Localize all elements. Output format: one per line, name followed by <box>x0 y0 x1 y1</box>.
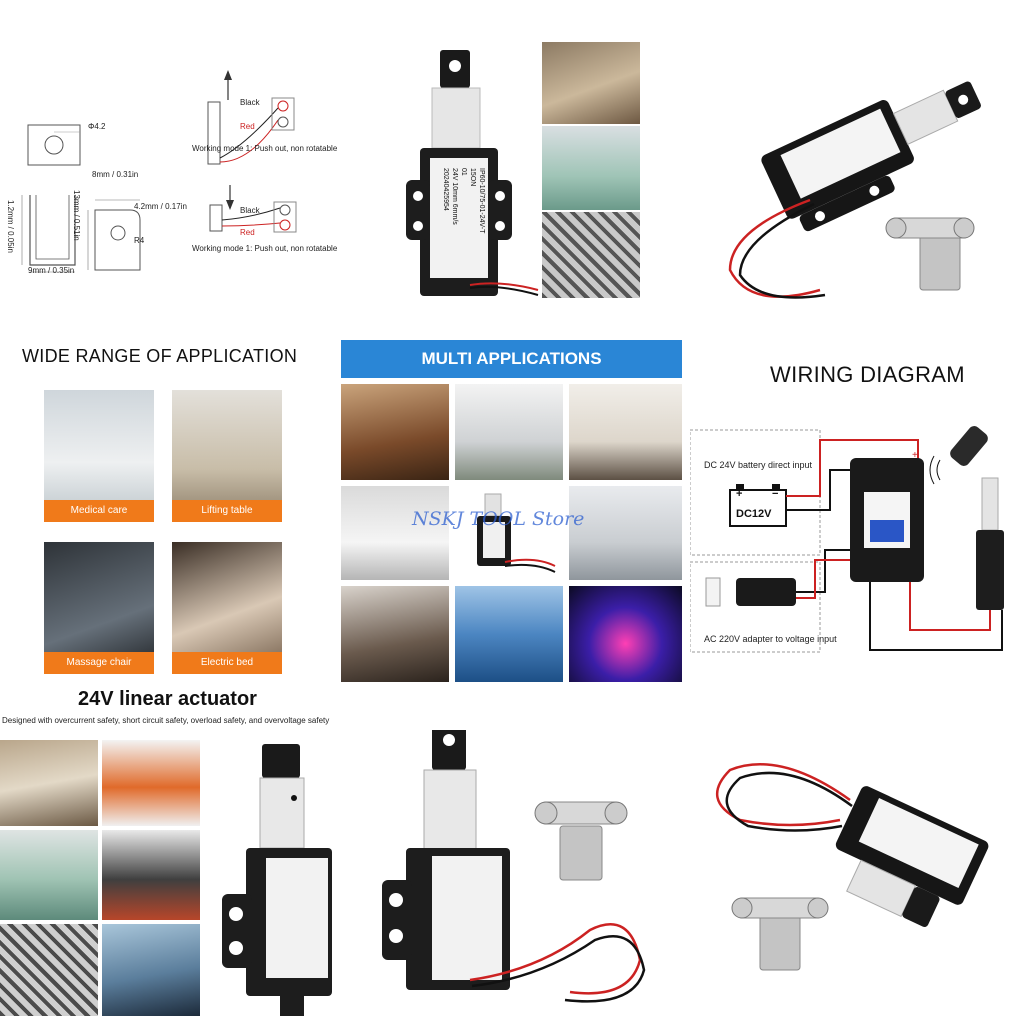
actuator-product-photo: IP60-10/75-01-24V-T 15ON 01 24V 10mm 6mm… <box>400 40 540 300</box>
label-serial: 20240425954 <box>442 168 449 211</box>
app-caption-lifting-table: Lifting table <box>172 500 282 522</box>
multi-photo-sofa <box>341 384 449 480</box>
radius-label: R4 <box>134 236 145 245</box>
dimension-drawing <box>21 70 297 273</box>
collage-photo-electric-bed <box>102 830 200 920</box>
red-wire-label-2: Red <box>240 228 255 237</box>
actuator-pair-photo <box>210 730 650 1020</box>
actuator-illustration <box>406 50 539 296</box>
app-caption-medical-care: Medical care <box>44 500 154 522</box>
wiring-diagram-illustration <box>690 426 1004 653</box>
red-wire-label-1: Red <box>240 122 255 131</box>
multi-photo-massage-bed <box>455 384 563 480</box>
multi-applications-banner: MULTI APPLICATIONS <box>341 340 682 378</box>
multi-photo-yacht <box>455 586 563 682</box>
actuator-flat-illustration <box>715 763 989 971</box>
dimension-drawing-panel: Φ4.2 8mm / 0.31in 13mm / 0.51in 4.2mm / … <box>0 40 340 300</box>
thickness-label: 1.2mm / 0.05in <box>6 200 15 253</box>
working-mode-2-text: Working mode 1: Push out, non rotatable <box>192 244 338 253</box>
photo-bed-frame <box>542 42 640 124</box>
collage-photo-scissor-lift <box>0 924 98 1016</box>
photo-scissor-lift <box>542 212 640 298</box>
actuator-heading: 24V linear actuator <box>78 688 257 710</box>
multi-photo-adjustable-bed <box>569 384 682 480</box>
actuator-pair-illustration <box>222 730 646 1016</box>
width-8mm-label: 8mm / 0.31in <box>92 170 139 179</box>
wide-range-title: WIDE RANGE OF APPLICATION <box>22 346 298 366</box>
multi-actuator-illustration <box>477 493 556 573</box>
photo-recliner <box>542 126 640 210</box>
actuator-flat-photo <box>700 750 1020 1000</box>
collage-photo-recliner <box>0 830 98 920</box>
adapter-input-label: AC 220V adapter to voltage input <box>704 634 837 644</box>
battery-voltage-text: DC12V <box>736 508 772 520</box>
controller-plus-sign: + <box>912 450 918 461</box>
multi-photo-stage <box>569 586 682 682</box>
collage-photo-bed <box>0 740 98 826</box>
black-wire-label-2: Black <box>240 206 260 215</box>
label-force: 15ON <box>469 168 476 187</box>
battery-minus-sign: − <box>772 488 779 500</box>
collage-photo-massage-chair <box>102 924 200 1016</box>
app-card-massage-chair: Massage chair <box>44 542 154 674</box>
width-9mm-label: 9mm / 0.35in <box>28 266 75 275</box>
multi-photo-office-desk <box>569 486 682 580</box>
working-mode-1-text: Working mode 1: Push out, non rotatable <box>192 144 338 153</box>
bolt-4-2mm-label: 4.2mm / 0.17in <box>134 202 187 211</box>
actuator-angled-illustration <box>728 81 981 299</box>
app-caption-electric-bed: Electric bed <box>172 652 282 674</box>
actuator-angled-photo <box>710 20 1010 310</box>
battery-plus-sign: + <box>736 488 743 500</box>
app-caption-massage-chair: Massage chair <box>44 652 154 674</box>
collage-photo-table <box>102 740 200 826</box>
app-card-lifting-table: Lifting table <box>172 390 282 522</box>
actuator-safety-subtitle: Designed with overcurrent safety, short … <box>2 716 330 725</box>
store-watermark: NSKJ TOOL Store <box>412 508 585 530</box>
app-card-electric-bed: Electric bed <box>172 542 282 674</box>
actuator-label: IP60-10/75-01-24V-T 15ON 01 24V 10mm 6mm… <box>440 168 486 278</box>
hole-diameter-label: Φ4.2 <box>88 122 106 131</box>
multi-photo-projector <box>341 486 449 580</box>
wiring-diagram-panel: DC 24V battery direct input + − DC12V AC… <box>690 400 1024 670</box>
app-card-medical-care: Medical care <box>44 390 154 522</box>
wiring-diagram-title: WIRING DIAGRAM <box>770 362 965 387</box>
label-code: 01 <box>460 168 467 176</box>
multi-photo-massage-chair <box>341 586 449 682</box>
label-model: IP60-10/75-01-24V-T <box>478 168 485 234</box>
height-13mm-label: 13mm / 0.51in <box>72 190 81 241</box>
battery-input-label: DC 24V battery direct input <box>704 460 813 470</box>
multi-photo-actuator <box>455 486 563 580</box>
black-wire-label-1: Black <box>240 98 260 107</box>
label-spec: 24V 10mm 6mm/s <box>451 168 458 225</box>
